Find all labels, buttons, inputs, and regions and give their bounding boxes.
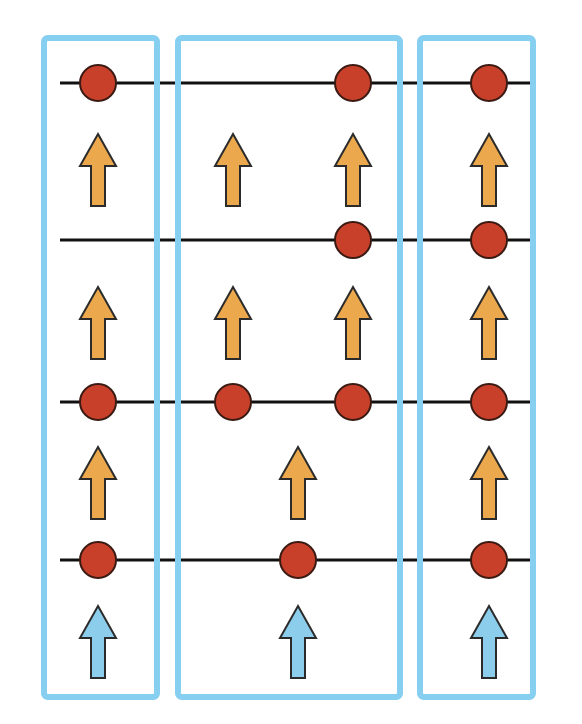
node-circle xyxy=(79,541,117,579)
orange-up-arrow-icon xyxy=(213,284,253,360)
orange-up-arrow-icon xyxy=(278,444,318,520)
node-circle xyxy=(470,221,508,259)
panel-frames xyxy=(41,35,536,700)
node-circle xyxy=(79,64,117,102)
node-markers xyxy=(79,64,508,579)
orange-up-arrow-icon xyxy=(78,444,118,520)
orange-up-arrow-icon xyxy=(333,284,373,360)
panel-middle xyxy=(175,35,403,700)
orange-up-arrow-icon xyxy=(469,444,509,520)
node-circle xyxy=(334,383,372,421)
orange-up-arrow-icon xyxy=(469,131,509,207)
orange-up-arrow-icon xyxy=(78,131,118,207)
blue-up-arrow-icon xyxy=(278,603,318,679)
node-circle xyxy=(214,383,252,421)
orange-up-arrow-icon xyxy=(333,131,373,207)
panel-left xyxy=(41,35,160,700)
orange-up-arrow-icon xyxy=(469,284,509,360)
arrow-markers xyxy=(78,131,509,679)
orange-up-arrow-icon xyxy=(213,131,253,207)
panel-right xyxy=(417,35,536,700)
node-circle xyxy=(470,541,508,579)
blue-up-arrow-icon xyxy=(78,603,118,679)
blue-up-arrow-icon xyxy=(469,603,509,679)
node-circle xyxy=(334,221,372,259)
node-circle xyxy=(470,64,508,102)
orange-up-arrow-icon xyxy=(78,284,118,360)
node-circle xyxy=(79,383,117,421)
node-circle xyxy=(279,541,317,579)
node-circle xyxy=(470,383,508,421)
node-circle xyxy=(334,64,372,102)
